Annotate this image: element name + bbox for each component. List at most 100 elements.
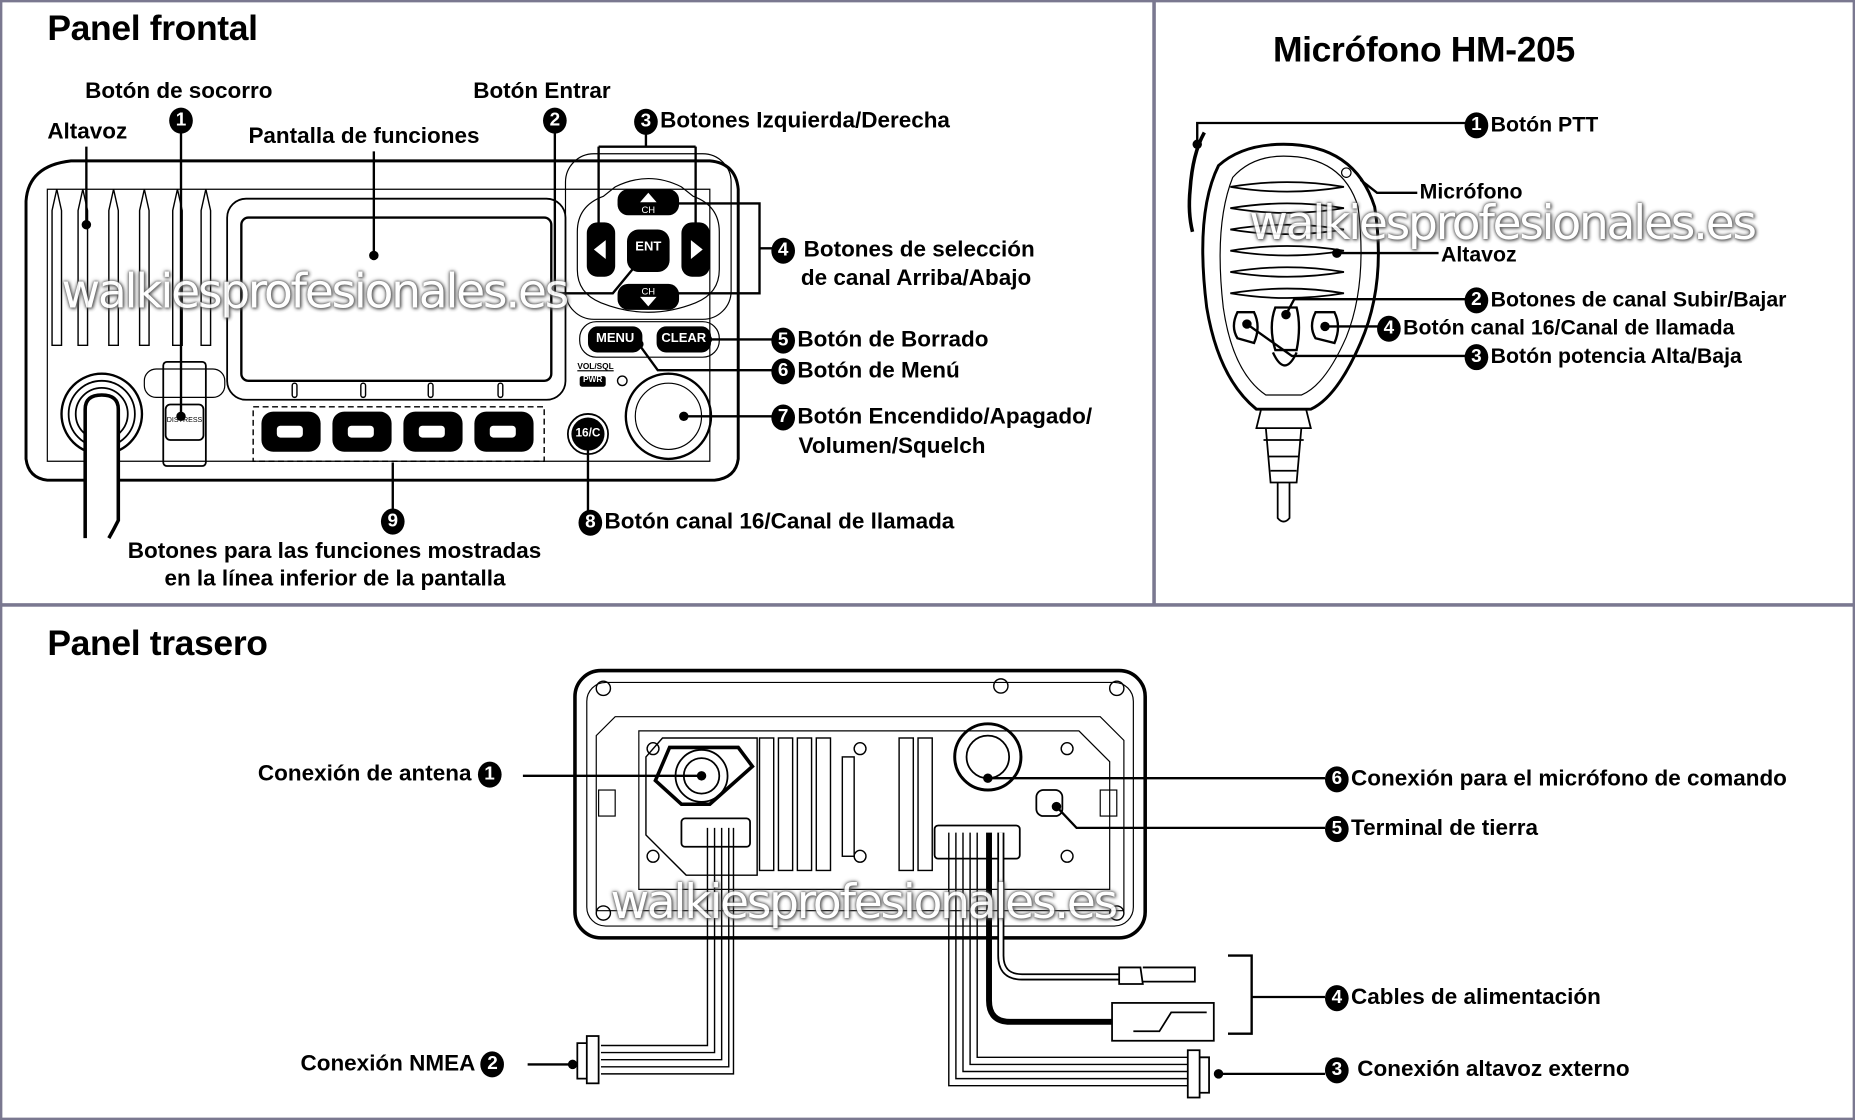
label-display: Pantalla de funciones bbox=[248, 124, 480, 150]
mic-grille bbox=[1230, 181, 1345, 299]
ch-down-text: CH bbox=[641, 286, 655, 297]
vol-sql-text: VOL/SQL bbox=[577, 363, 614, 372]
menu-button bbox=[587, 326, 643, 353]
label-distress: Botón de socorro bbox=[85, 79, 273, 105]
fuse-holder bbox=[1111, 1002, 1215, 1042]
nmea-cable bbox=[600, 827, 735, 1075]
number-badge: 3 bbox=[1325, 1057, 1349, 1084]
number-badge: 3 bbox=[1464, 344, 1489, 371]
label-antenna: Conexión de antena 1 bbox=[258, 760, 504, 788]
rear-housing bbox=[573, 668, 1147, 940]
label-ch-select: 4 Botones de selección bbox=[771, 237, 1035, 264]
label-power-line2: Volumen/Squelch bbox=[798, 434, 986, 459]
horizontal-divider bbox=[0, 603, 1855, 607]
pwr-text: PWR bbox=[583, 376, 603, 385]
number-badge: 2 bbox=[480, 1051, 505, 1078]
number-badge: 4 bbox=[1377, 316, 1401, 343]
ext-speaker-plug bbox=[1186, 1049, 1201, 1099]
ground-terminal bbox=[1035, 789, 1064, 817]
front-panel-title: Panel frontal bbox=[47, 9, 258, 49]
ch16-text: 16/C bbox=[575, 426, 601, 440]
menu-text: MENU bbox=[596, 331, 635, 346]
distress-text: DISTRESS bbox=[166, 417, 203, 425]
power-bracket bbox=[1227, 954, 1326, 1035]
ch-down-button bbox=[617, 283, 680, 310]
display-bezel bbox=[226, 197, 567, 401]
microphone-drawing bbox=[1187, 121, 1467, 523]
number-badge: 5 bbox=[771, 327, 796, 354]
microphone-title: Micrófono HM-205 bbox=[1272, 30, 1575, 70]
label-speaker: Altavoz bbox=[47, 119, 128, 145]
label-mic-speaker: Altavoz bbox=[1440, 242, 1517, 267]
label-ext-speaker: 3 Conexión altavoz externo bbox=[1325, 1056, 1630, 1084]
nmea-plug bbox=[585, 1035, 600, 1085]
number-badge: 6 bbox=[1325, 766, 1349, 793]
mic-cable bbox=[83, 393, 121, 539]
ch16-button bbox=[571, 417, 605, 451]
speaker-grille bbox=[51, 189, 212, 347]
number-badge: 2 bbox=[1464, 287, 1489, 314]
black-power-cable bbox=[986, 832, 1113, 1025]
speaker-cable bbox=[948, 832, 1188, 1087]
right-arrow-icon bbox=[690, 240, 703, 260]
down-arrow-icon bbox=[640, 296, 657, 307]
antenna-connector-plate bbox=[653, 745, 755, 806]
strain-relief bbox=[1255, 408, 1312, 430]
clear-text: CLEAR bbox=[661, 331, 707, 346]
label-ch-select-line2: de canal Arriba/Abajo bbox=[800, 266, 1032, 291]
rear-panel-title: Panel trasero bbox=[47, 624, 268, 664]
softkey-markers bbox=[291, 382, 504, 399]
pwr-badge bbox=[579, 376, 606, 387]
number-badge: 4 bbox=[771, 237, 796, 264]
number-badge: 6 bbox=[771, 358, 796, 385]
number-badge: 2 bbox=[543, 107, 567, 134]
screws bbox=[595, 678, 1125, 921]
label-mic: Micrófono bbox=[1419, 179, 1523, 204]
number-badge: 7 bbox=[771, 404, 796, 431]
number-badge: 4 bbox=[1325, 985, 1349, 1012]
watermark: walkiesprofesionales.es bbox=[610, 875, 1118, 930]
display-screen bbox=[240, 216, 553, 383]
label-softkeys: Botones para las funciones mostradas bbox=[127, 539, 542, 565]
radio-body bbox=[24, 159, 740, 482]
mic-body bbox=[1201, 142, 1380, 411]
number-badge: 1 bbox=[477, 761, 502, 788]
heatsink bbox=[758, 737, 933, 872]
watermark: walkiesprofesionales.es bbox=[1249, 196, 1757, 251]
vertical-divider bbox=[1152, 0, 1156, 605]
front-panel-drawing: CH CH bbox=[24, 132, 774, 539]
nmea-grommet bbox=[680, 817, 751, 848]
label-enter: Botón Entrar bbox=[473, 79, 611, 105]
number-badge: 8 bbox=[578, 509, 603, 536]
number-badge: 3 bbox=[634, 108, 658, 135]
number-badge: 9 bbox=[380, 508, 405, 535]
clear-button bbox=[656, 326, 712, 353]
label-nmea: Conexión NMEA 2 bbox=[300, 1050, 506, 1078]
mic-command-connector bbox=[953, 722, 1023, 792]
left-arrow-icon bbox=[593, 240, 606, 260]
number-badge: 1 bbox=[169, 107, 193, 134]
watermark: walkiesprofesionales.es bbox=[61, 264, 570, 320]
distress-cover bbox=[162, 361, 207, 467]
number-badge: 5 bbox=[1325, 816, 1349, 843]
ch-up-text: CH bbox=[641, 205, 655, 216]
label-softkeys-line2: en la línea inferior de la pantalla bbox=[164, 566, 506, 592]
number-badge: 1 bbox=[1464, 112, 1489, 139]
up-arrow-icon bbox=[640, 192, 657, 203]
mic-cord bbox=[1276, 482, 1291, 523]
